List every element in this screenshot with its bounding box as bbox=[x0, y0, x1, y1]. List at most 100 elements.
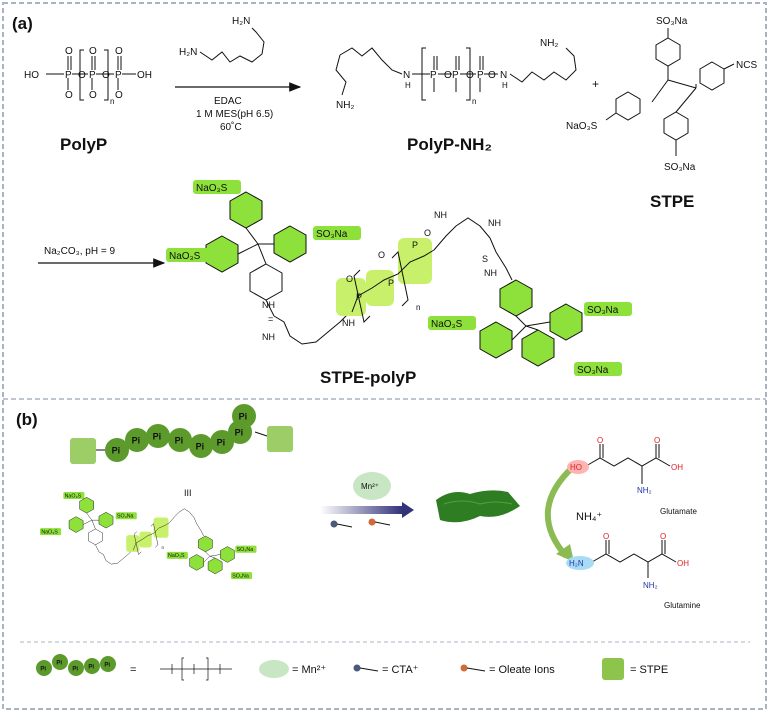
pi-bead-label: Pi bbox=[72, 666, 78, 672]
svg-text:O: O bbox=[603, 532, 609, 541]
mn-label: Mn²⁺ bbox=[361, 482, 379, 491]
pi-bead bbox=[125, 428, 149, 452]
conversion-arrow bbox=[544, 463, 577, 558]
legend-mn: = Mn²⁺ bbox=[292, 664, 326, 676]
legend-cta: = CTA⁺ bbox=[382, 664, 419, 676]
stpe-so3na-top: SO₃Na bbox=[656, 16, 688, 27]
condition-edac: EDAC bbox=[214, 96, 242, 107]
glutamine-h2n: H₂N bbox=[569, 559, 584, 568]
svg-text:O: O bbox=[89, 90, 97, 101]
small-so3na-3: SO₃Na bbox=[232, 573, 249, 579]
svg-text:H: H bbox=[405, 81, 411, 90]
glutamine-nh2: NH₂ bbox=[643, 581, 658, 590]
svg-text:P: P bbox=[356, 292, 362, 302]
svg-text:NH: NH bbox=[488, 218, 501, 228]
product-name: STPE-polyP bbox=[320, 368, 416, 387]
mn-circle bbox=[353, 472, 391, 500]
glutamate-ho-highlight bbox=[567, 460, 589, 474]
product-naso3-3: NaO₃S bbox=[431, 319, 463, 330]
small-naso3-2: NaO₃S bbox=[41, 529, 58, 535]
product-naso3-1: NaO₃S bbox=[196, 183, 228, 194]
polyp-nh2-bottom-nh2: NH₂ bbox=[336, 100, 354, 111]
pi-bead-chain bbox=[70, 426, 293, 464]
legend-oleate: = Oleate Ions bbox=[489, 664, 555, 676]
legend-oleate-head bbox=[460, 664, 468, 672]
pi-bead-label: Pi bbox=[175, 436, 184, 446]
svg-text:O: O bbox=[65, 90, 73, 101]
mn-gradient-arrow-body bbox=[320, 506, 402, 514]
pi-bead bbox=[105, 438, 129, 462]
legend-stpe-square bbox=[602, 658, 624, 680]
svg-text:O: O bbox=[424, 228, 431, 238]
legend-polyp-mini bbox=[160, 657, 232, 681]
pi-bead bbox=[84, 658, 100, 674]
svg-text:NH: NH bbox=[484, 268, 497, 278]
stpe-name: STPE bbox=[650, 192, 694, 211]
pi-bead-label: Pi bbox=[153, 432, 162, 442]
svg-text:O: O bbox=[115, 90, 123, 101]
glutamine-h2n-highlight bbox=[566, 556, 594, 570]
svg-text:O: O bbox=[378, 250, 385, 260]
svg-text:P: P bbox=[412, 240, 418, 250]
product-so3na-2: SO₃Na bbox=[587, 305, 619, 316]
pi-bead bbox=[68, 660, 84, 676]
glutamate-ho: HO bbox=[570, 463, 582, 472]
svg-text:O: O bbox=[488, 70, 496, 81]
svg-text:P: P bbox=[115, 70, 122, 81]
glutamate-structure bbox=[585, 444, 671, 484]
polyp-nh2-top-nh2: NH₂ bbox=[540, 38, 558, 49]
surfactant-icons-b bbox=[330, 518, 391, 528]
svg-text:O: O bbox=[597, 436, 603, 445]
pi-bead-label: Pi bbox=[132, 436, 141, 446]
polyp-ho: HO bbox=[24, 70, 39, 81]
glutamate-name: Glutamate bbox=[660, 507, 697, 516]
pi-bead-label: Pi bbox=[112, 446, 121, 456]
pi-bead bbox=[100, 656, 116, 672]
svg-text:O: O bbox=[444, 70, 452, 81]
glutamate-nh2: NH₂ bbox=[637, 486, 652, 495]
stpe-structure bbox=[605, 28, 735, 156]
pi-bead bbox=[168, 428, 192, 452]
stpe-polyp-product bbox=[166, 180, 632, 376]
small-stpe-polyp: NaO₃S NaO₃S SO₃Na NaO₃S SO₃Na SO₃Na n bbox=[40, 492, 257, 579]
pi-bead-label: Pi bbox=[239, 412, 248, 422]
svg-text:NH: NH bbox=[262, 332, 275, 342]
glutamine-name: Glutamine bbox=[664, 601, 701, 610]
svg-text:O: O bbox=[660, 532, 666, 541]
svg-text:O: O bbox=[65, 46, 73, 57]
pi-bead bbox=[210, 430, 234, 454]
svg-text:O: O bbox=[466, 70, 474, 81]
pi-bead bbox=[52, 654, 68, 670]
svg-text:NH: NH bbox=[342, 318, 355, 328]
svg-text:P: P bbox=[477, 70, 484, 81]
condition-temp: 60˚C bbox=[220, 121, 242, 133]
svg-text:P: P bbox=[452, 70, 459, 81]
svg-text:O: O bbox=[654, 436, 660, 445]
pi-bead bbox=[146, 424, 170, 448]
equivalent-sign: III bbox=[184, 488, 192, 498]
svg-text:O: O bbox=[89, 46, 97, 57]
small-naso3-3: NaO₃S bbox=[168, 553, 185, 559]
small-n: n bbox=[161, 545, 164, 550]
polyp-nh2-structure bbox=[335, 47, 577, 101]
svg-text:P: P bbox=[388, 278, 394, 288]
small-so3na-2: SO₃Na bbox=[237, 547, 254, 553]
svg-text:P: P bbox=[89, 70, 96, 81]
product-naso3-2: NaO₃S bbox=[169, 251, 201, 262]
svg-text:=: = bbox=[268, 314, 273, 324]
diamine-chain bbox=[199, 27, 265, 63]
svg-text:S: S bbox=[482, 254, 488, 264]
stpe-so3na-bottom: SO₃Na bbox=[664, 162, 696, 173]
svg-text:O: O bbox=[115, 46, 123, 57]
small-naso3-1: NaO₃S bbox=[65, 493, 82, 499]
legend-eq1: = bbox=[130, 664, 136, 676]
svg-text:H: H bbox=[502, 81, 508, 90]
panel-a-label: (a) bbox=[12, 14, 33, 33]
condition-mes: 1 M MES(pH 6.5) bbox=[196, 109, 273, 120]
stpe-naso3-left: NaO₃S bbox=[566, 121, 598, 132]
pi-bead bbox=[189, 434, 213, 458]
nanosheet bbox=[436, 490, 520, 523]
svg-text:NH: NH bbox=[262, 300, 275, 310]
